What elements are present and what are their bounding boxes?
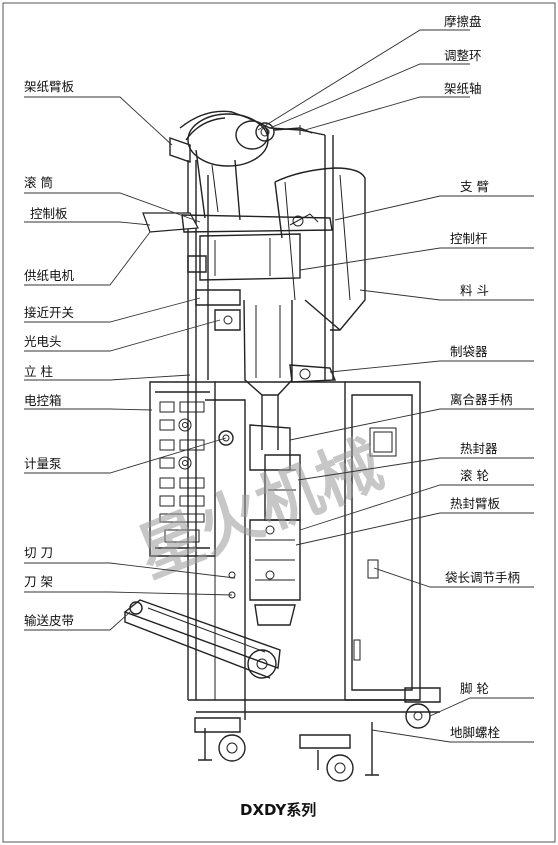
- control-board-assembly: [142, 212, 333, 281]
- label-paper-shaft: 架纸轴: [444, 81, 482, 96]
- watermark-text: 星火机械: [127, 427, 392, 592]
- leader-clutch-handle: [289, 408, 534, 441]
- leader-roller: [24, 192, 201, 223]
- labels: 摩擦盘 调整环 架纸轴 架纸臂板 滚 筒 控制板 供纸电机 接近开关 光电头 立…: [24, 14, 520, 740]
- machine-base: [188, 687, 441, 782]
- leader-cutter: [24, 562, 236, 579]
- leader-control-rod: [299, 247, 534, 271]
- label-foot-bolt: 地脚螺栓: [450, 725, 501, 740]
- packaging-machine-drawing: [123, 110, 441, 782]
- leader-castor: [429, 697, 534, 717]
- label-control-box: 电控箱: [24, 393, 62, 408]
- leader-bag-length-handle: [373, 567, 534, 588]
- leader-photo-head: [24, 319, 221, 352]
- label-hopper: 料 斗: [460, 283, 489, 298]
- hopper: [274, 167, 366, 331]
- leader-lines: [24, 29, 534, 743]
- label-knife-holder: 刀 架: [24, 574, 53, 589]
- label-proximity-switch: 接近开关: [24, 305, 74, 320]
- leader-control-box: [24, 408, 153, 411]
- leader-hopper: [359, 289, 534, 301]
- label-paper-feed-motor: 供纸电机: [24, 268, 75, 283]
- label-photo-head: 光电头: [24, 334, 62, 349]
- label-wheel: 滚 轮: [460, 468, 489, 483]
- label-control-board: 控制板: [30, 206, 68, 221]
- label-adjust-ring: 调整环: [444, 48, 482, 63]
- leader-column: [24, 374, 191, 381]
- label-castor: 脚 轮: [460, 681, 489, 696]
- label-heat-sealer: 热封器: [460, 441, 498, 456]
- label-clutch-handle: 离合器手柄: [450, 392, 513, 407]
- label-bag-former: 制袋器: [450, 344, 488, 359]
- label-support-arm: 支 臂: [460, 179, 489, 194]
- diagram-caption: DXDY系列: [240, 801, 316, 819]
- label-friction-disc: 摩擦盘: [444, 14, 482, 29]
- leader-proximity-switch: [24, 297, 201, 323]
- label-paper-back-plate: 架纸臂板: [24, 79, 75, 94]
- label-cutter: 切 刀: [24, 545, 53, 560]
- leader-paper-back-plate: [24, 96, 173, 146]
- label-heat-seal-arm: 热封臂板: [450, 496, 501, 511]
- leader-adjust-ring: [269, 63, 470, 129]
- conveyor-belt: [123, 599, 281, 679]
- leader-conveyor-belt: [24, 611, 131, 631]
- leader-bag-former: [329, 360, 534, 373]
- label-conveyor-belt: 输送皮带: [24, 613, 74, 628]
- label-roller: 滚 筒: [24, 175, 53, 190]
- leader-knife-holder: [24, 591, 233, 596]
- leader-metering-pump: [24, 437, 227, 474]
- leader-control-board: [24, 221, 151, 226]
- paper-roll-assembly: [169, 110, 326, 221]
- forming-area: [195, 289, 337, 450]
- label-control-rod: 控制杆: [450, 231, 488, 246]
- leader-paper-feed-motor: [24, 231, 151, 286]
- label-bag-length-handle: 袋长调节手柄: [445, 570, 520, 585]
- leader-friction-disc: [257, 29, 470, 131]
- label-column: 立 柱: [24, 364, 53, 379]
- leader-paper-shaft: [304, 96, 470, 131]
- leader-heat-sealer: [297, 457, 534, 481]
- label-metering-pump: 计量泵: [24, 456, 62, 471]
- leader-heat-seal-arm: [295, 512, 534, 546]
- leader-support-arm: [334, 195, 534, 221]
- frame-column: [187, 135, 334, 700]
- leader-foot-bolt: [371, 729, 534, 743]
- leader-wheel: [299, 484, 534, 531]
